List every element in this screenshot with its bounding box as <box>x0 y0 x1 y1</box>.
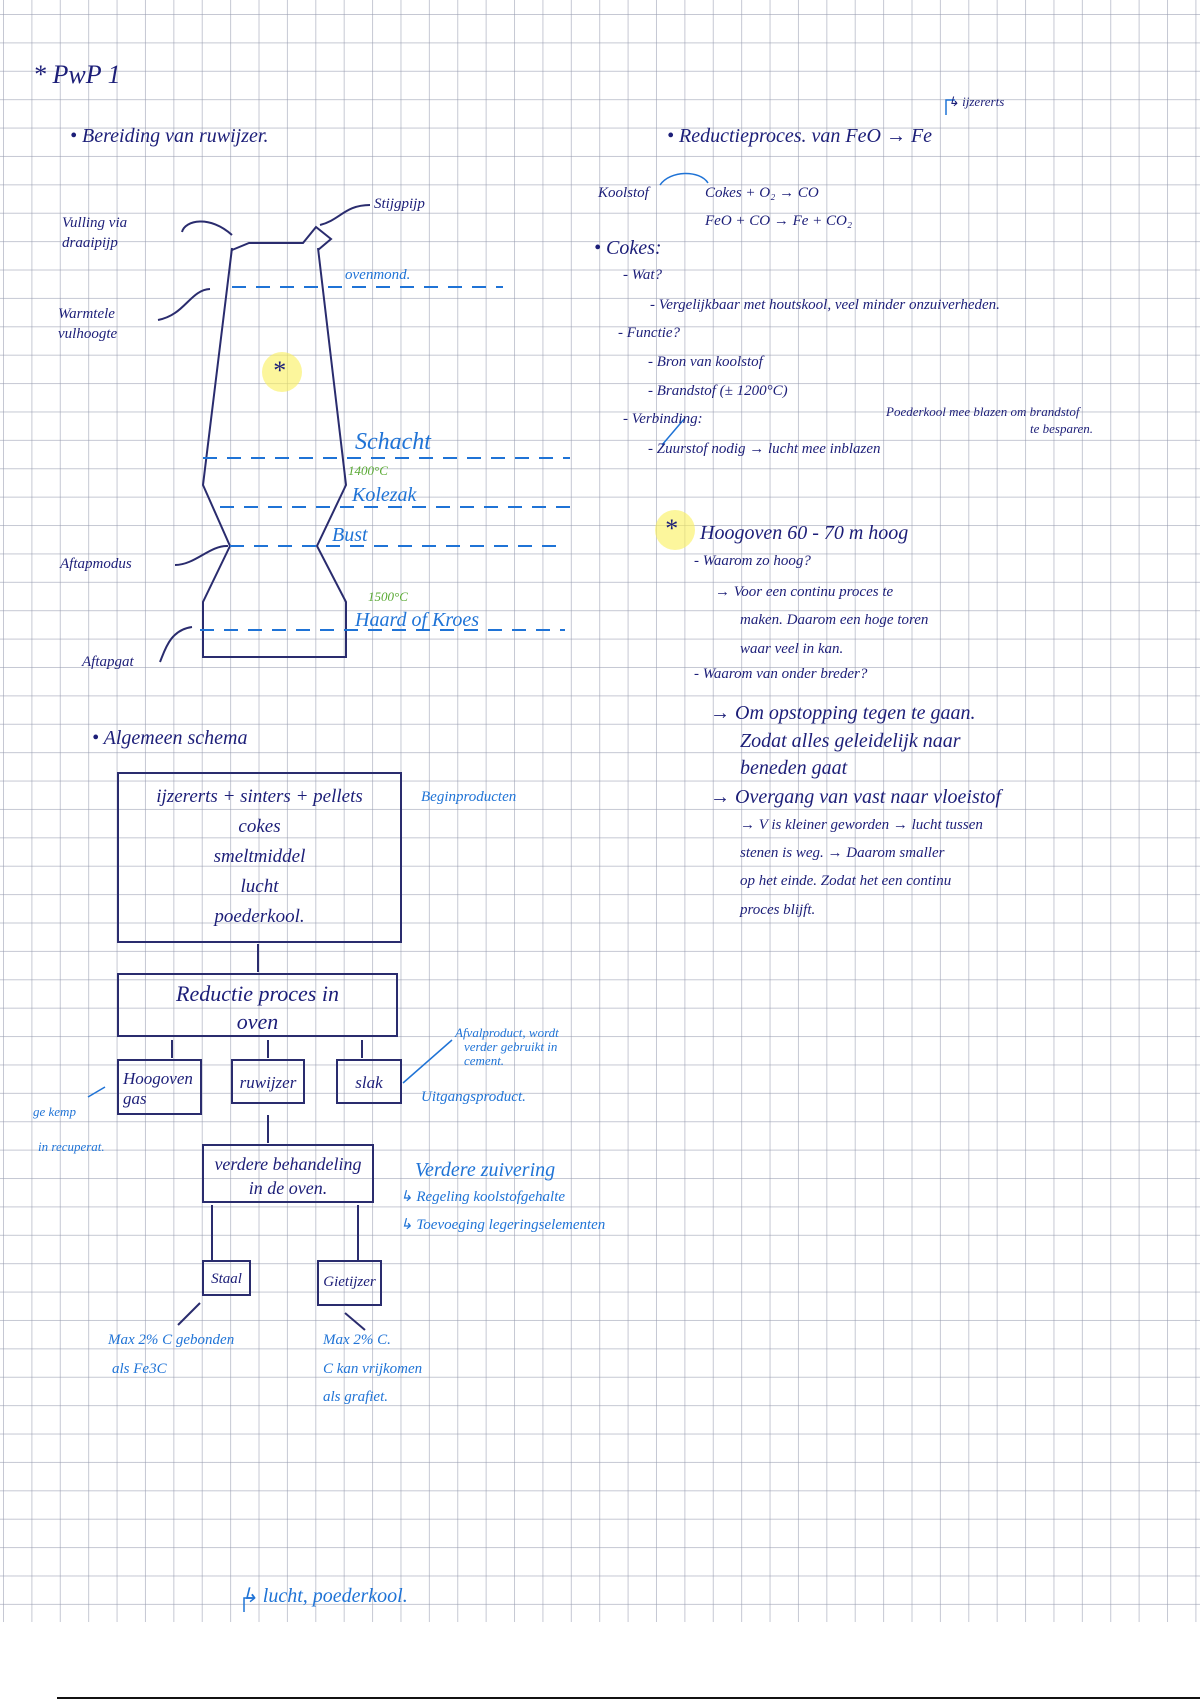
reduction-text: oven <box>236 1009 279 1034</box>
highlight-marker <box>655 510 695 550</box>
star-icon: * <box>272 356 285 385</box>
leader-tap-nozzles <box>174 544 229 566</box>
label-filling-2: draaipijp <box>62 235 118 251</box>
label-shaft: Schacht <box>355 429 431 455</box>
cokes-line: - Wat? <box>623 267 663 283</box>
leader-filling <box>181 220 233 236</box>
blast-furnace-line: → Overgang van vast naar vloeistof <box>710 786 1001 808</box>
label-filling: Vulling via <box>62 215 128 231</box>
page-divider <box>57 1697 1200 1699</box>
blast-furnace-line: → Om opstopping tegen te gaan. <box>710 702 976 724</box>
label-fill-height: Warmtele <box>58 306 115 322</box>
treatment-note: Verdere zuivering <box>415 1159 556 1181</box>
cast-iron-box: Gietijzer <box>317 1260 382 1306</box>
treatment-note: ↳ Regeling koolstofgehalte <box>400 1189 566 1205</box>
slag-note: Afvalproduct, wordt <box>455 1025 559 1040</box>
heading-schema: • Algemeen schema <box>92 727 248 749</box>
label-oven-mouth: ovenmond. <box>345 267 411 283</box>
heading-reduction: • Reductieproces. van FeO → Fe <box>667 125 933 147</box>
page-title: * PwP 1 <box>33 60 121 89</box>
blast-furnace-line: → Voor een continu proces te <box>715 584 894 600</box>
grid-paper <box>0 0 1200 1622</box>
label-fill-height-2: vulhoogte <box>58 326 118 342</box>
blast-furnace-line: → V is kleiner geworden → lucht tussen <box>740 817 983 833</box>
output-text: gas <box>123 1089 147 1108</box>
output-pig-iron-box: ruwijzer <box>231 1059 305 1104</box>
blast-furnace-line: - Waarom van onder breder? <box>694 666 868 682</box>
input-item: ijzererts + sinters + pellets <box>156 786 363 807</box>
leader-rising <box>319 204 371 226</box>
label-hearth: Haard of Kroes <box>355 609 480 631</box>
inputs-box: ijzererts + sinters + pellets cokes smel… <box>117 772 402 943</box>
blast-furnace-line: proces blijft. <box>740 902 816 918</box>
input-item: smeltmiddel <box>213 846 306 867</box>
steel-box: Staal <box>202 1260 251 1296</box>
blast-furnace-line: Zodat alles geleidelijk naar <box>740 730 961 752</box>
label-tap-hole: Aftapgat <box>82 654 134 670</box>
input-item: lucht <box>240 876 279 897</box>
cokes-line: - Brandstof (± 1200°C) <box>648 383 788 399</box>
output-gas-box: Hoogoven gas <box>117 1059 202 1115</box>
powder-note: Poederkool mee blazen om brandstof <box>886 404 1080 419</box>
output-slag-box: slak <box>336 1059 402 1104</box>
equation-1: Cokes + O₂ → CO <box>705 185 819 201</box>
cast-iron-note: als grafiet. <box>323 1389 389 1405</box>
star-icon: * <box>664 514 677 543</box>
cokes-line: - Bron van koolstof <box>648 354 763 370</box>
steel-note: als Fe3C <box>112 1361 167 1377</box>
slag-note: cement. <box>464 1053 505 1068</box>
steel-text: Staal <box>211 1271 242 1287</box>
furnace-outline-left <box>201 247 348 658</box>
treatment-box: verdere behandeling in de oven. <box>202 1144 374 1203</box>
steel-note: Max 2% C gebonden <box>108 1332 235 1348</box>
cast-iron-note: Max 2% C. <box>323 1332 391 1348</box>
blast-furnace-line: Hoogoven 60 - 70 m hoog <box>700 522 909 544</box>
output-text: ruwijzer <box>239 1073 297 1092</box>
cokes-line: - Functie? <box>618 325 681 341</box>
footer-note: ↳ lucht, poederkool. <box>241 1585 408 1607</box>
treatment-text: in de oven. <box>248 1178 328 1198</box>
highlight-marker <box>262 352 302 392</box>
label-rising-pipe: Stijgpijp <box>374 196 425 212</box>
cokes-line: - Verbinding: <box>623 411 703 427</box>
gas-note: in recuperat. <box>38 1139 105 1154</box>
input-item: cokes <box>238 816 281 837</box>
label-tap-nozzles: Aftapmodus <box>60 556 132 572</box>
ore-note: ↳ ijzererts <box>948 94 1005 109</box>
reduction-box: Reductie proces in oven <box>117 973 398 1037</box>
blast-furnace-line: - Waarom zo hoog? <box>694 553 811 569</box>
cokes-line: - Vergelijkbaar met houtskool, veel mind… <box>650 297 1000 313</box>
heading-pig-iron: • Bereiding van ruwijzer. <box>70 125 269 147</box>
cokes-line: - Zuurstof nodig → lucht mee inblazen <box>648 441 881 457</box>
blast-furnace-line: maken. Daarom een hoge toren <box>740 612 929 628</box>
leader-tap-hole <box>159 626 193 663</box>
output-text: slak <box>355 1073 383 1092</box>
inputs-note: Beginproducten <box>421 789 517 805</box>
treatment-text: verdere behandeling <box>214 1154 362 1174</box>
gas-note: ge kemp <box>33 1104 76 1119</box>
label-bosh: Kolezak <box>352 484 417 506</box>
treatment-note: ↳ Toevoeging legeringselementen <box>400 1217 606 1233</box>
label-temp-1500: 1500°C <box>368 589 408 604</box>
blast-furnace-line: op het einde. Zodat het een continu <box>740 873 952 889</box>
output-text: Hoogoven <box>123 1069 193 1088</box>
cokes-line: • Cokes: <box>594 237 662 259</box>
input-item: poederkool. <box>214 906 305 927</box>
output-note: Uitgangsproduct. <box>421 1089 526 1105</box>
blast-furnace-line: beneden gaat <box>740 757 848 779</box>
label-temp-1400: 1400°C <box>348 463 388 478</box>
slag-note: verder gebruikt in <box>464 1039 558 1054</box>
cast-iron-note: C kan vrijkomen <box>323 1361 423 1377</box>
equation-2: FeO + CO → Fe + CO₂ <box>705 213 853 229</box>
carbon-label: Koolstof <box>598 185 649 201</box>
leader-fill-height <box>157 288 211 321</box>
label-bust: Bust <box>332 524 368 546</box>
blast-furnace-line: waar veel in kan. <box>740 641 844 657</box>
blast-furnace-line: stenen is weg. → Daarom smaller <box>740 845 945 861</box>
cast-iron-text: Gietijzer <box>323 1274 376 1290</box>
furnace-top <box>231 225 333 251</box>
powder-note: te besparen. <box>1030 421 1094 436</box>
reduction-text: Reductie proces in <box>176 981 339 1006</box>
